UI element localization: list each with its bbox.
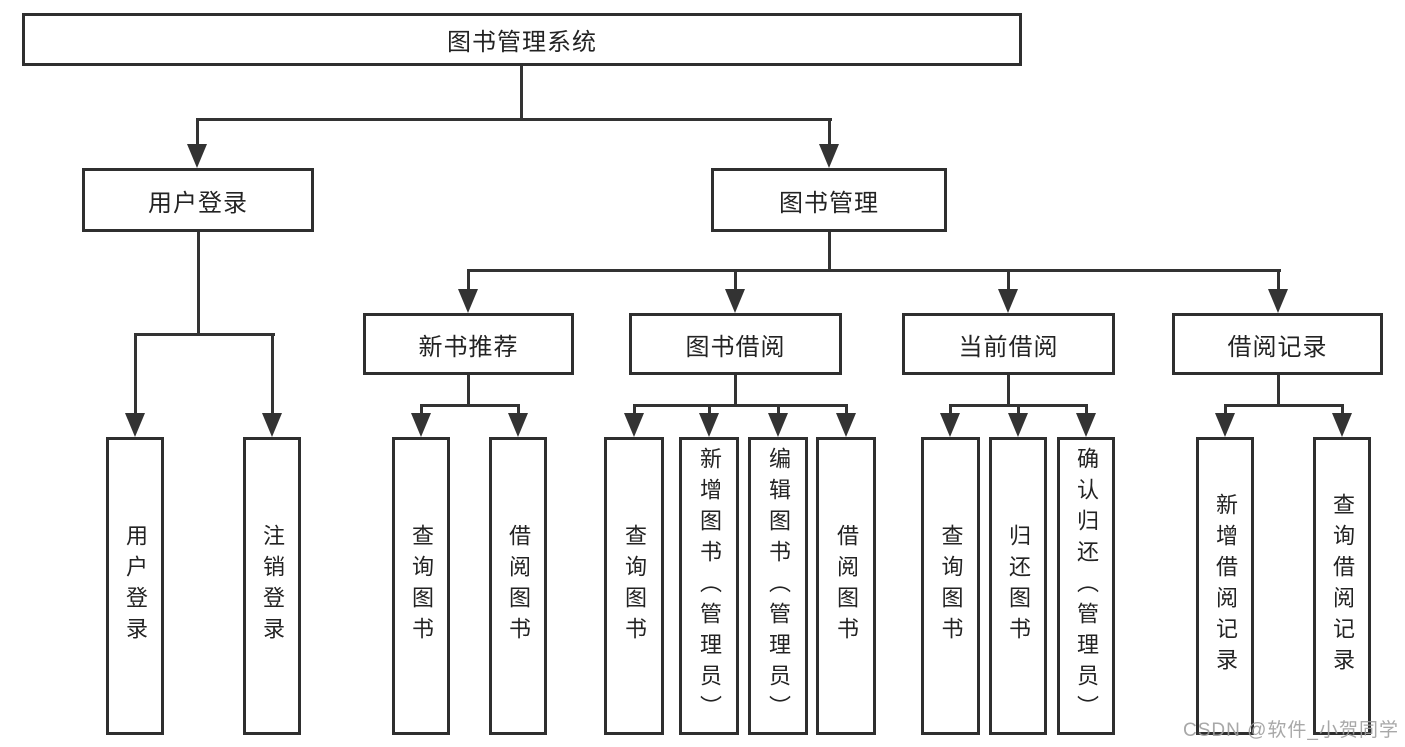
node-label: 新增借阅记录 bbox=[1213, 493, 1238, 679]
node-label: 借阅图书 bbox=[506, 524, 531, 648]
node-label: 图书借阅 bbox=[685, 333, 786, 361]
arrow-down-icon bbox=[1332, 413, 1352, 437]
node-leaf-cb-query: 查询图书 bbox=[921, 437, 980, 735]
arrow-down-icon bbox=[125, 413, 145, 437]
arrow-down-icon bbox=[940, 413, 960, 437]
connector-line bbox=[633, 404, 636, 416]
connector-line bbox=[708, 404, 711, 416]
arrow-down-icon bbox=[1215, 413, 1235, 437]
arrow-down-icon bbox=[699, 413, 719, 437]
arrow-down-icon bbox=[187, 144, 207, 168]
connector-line bbox=[196, 118, 199, 146]
node-label: 注销登录 bbox=[260, 524, 285, 648]
node-label: 新增图书（管理员） bbox=[697, 446, 722, 726]
node-label: 归还图书 bbox=[1006, 524, 1031, 648]
node-leaf-rec-borrow: 借阅图书 bbox=[489, 437, 547, 735]
node-user-login: 用户登录 bbox=[82, 168, 314, 232]
connector-line bbox=[1224, 404, 1344, 407]
connector-line bbox=[1085, 404, 1088, 416]
node-leaf-bb-edit: 编辑图书（管理员） bbox=[748, 437, 808, 735]
node-label: 图书管理系统 bbox=[447, 29, 597, 56]
arrow-down-icon bbox=[1076, 413, 1096, 437]
arrow-down-icon bbox=[1268, 289, 1288, 313]
node-current-borrow: 当前借阅 bbox=[902, 313, 1115, 375]
node-new-book-rec: 新书推荐 bbox=[363, 313, 574, 375]
node-root: 图书管理系统 bbox=[22, 13, 1022, 66]
arrow-down-icon bbox=[725, 289, 745, 313]
node-label: 借阅图书 bbox=[834, 524, 859, 648]
node-leaf-cb-confirm: 确认归还（管理员） bbox=[1057, 437, 1115, 735]
node-label: 查询图书 bbox=[622, 524, 647, 648]
connector-line bbox=[134, 333, 275, 336]
connector-line bbox=[845, 404, 848, 416]
arrow-down-icon bbox=[998, 289, 1018, 313]
node-label: 查询图书 bbox=[409, 524, 434, 648]
arrow-down-icon bbox=[262, 413, 282, 437]
node-label: 编辑图书（管理员） bbox=[766, 446, 791, 726]
connector-line bbox=[420, 404, 520, 407]
connector-line bbox=[1007, 373, 1010, 407]
connector-line bbox=[1341, 404, 1344, 416]
connector-line bbox=[633, 404, 848, 407]
node-leaf-rec-query: 查询图书 bbox=[392, 437, 450, 735]
arrow-down-icon bbox=[508, 413, 528, 437]
node-label: 新书推荐 bbox=[418, 333, 519, 361]
connector-line bbox=[1277, 373, 1280, 407]
connector-line bbox=[134, 333, 137, 415]
connector-line bbox=[1017, 404, 1020, 416]
node-leaf-bb-query: 查询图书 bbox=[604, 437, 664, 735]
node-label: 用户登录 bbox=[123, 524, 148, 648]
node-book-mgmt: 图书管理 bbox=[711, 168, 947, 232]
connector-line bbox=[517, 404, 520, 416]
connector-line bbox=[734, 269, 737, 291]
node-label: 查询图书 bbox=[938, 524, 964, 648]
node-label: 当前借阅 bbox=[958, 333, 1059, 361]
node-label: 用户登录 bbox=[148, 189, 248, 217]
csdn-watermark: CSDN @软件_小贺同学 bbox=[1183, 720, 1399, 741]
connector-line bbox=[828, 230, 831, 272]
connector-line bbox=[467, 269, 1281, 272]
connector-line bbox=[734, 373, 737, 407]
connector-line bbox=[420, 404, 423, 416]
arrow-down-icon bbox=[624, 413, 644, 437]
connector-line bbox=[271, 333, 274, 415]
node-leaf-br-query: 查询借阅记录 bbox=[1313, 437, 1371, 735]
connector-line bbox=[467, 269, 470, 291]
node-label: 借阅记录 bbox=[1227, 333, 1328, 361]
node-book-borrow: 图书借阅 bbox=[629, 313, 842, 375]
node-borrow-record: 借阅记录 bbox=[1172, 313, 1383, 375]
arrow-down-icon bbox=[458, 289, 478, 313]
connector-line bbox=[777, 404, 780, 416]
node-leaf-login-user: 用户登录 bbox=[106, 437, 164, 735]
node-leaf-br-add: 新增借阅记录 bbox=[1196, 437, 1254, 735]
connector-line bbox=[1277, 269, 1280, 291]
node-leaf-bb-borrow: 借阅图书 bbox=[816, 437, 876, 735]
node-leaf-cb-return: 归还图书 bbox=[989, 437, 1047, 735]
connector-line bbox=[196, 118, 832, 121]
arrow-down-icon bbox=[1008, 413, 1028, 437]
node-leaf-bb-add: 新增图书（管理员） bbox=[679, 437, 739, 735]
arrow-down-icon bbox=[768, 413, 788, 437]
connector-line bbox=[520, 64, 523, 120]
node-label: 图书管理 bbox=[779, 189, 879, 217]
connector-line bbox=[1224, 404, 1227, 416]
arrow-down-icon bbox=[819, 144, 839, 168]
node-label: 查询借阅记录 bbox=[1330, 493, 1355, 679]
arrow-down-icon bbox=[411, 413, 431, 437]
node-leaf-login-logout: 注销登录 bbox=[243, 437, 301, 735]
connector-line bbox=[1007, 269, 1010, 291]
connector-line bbox=[197, 230, 200, 336]
connector-line bbox=[949, 404, 952, 416]
connector-line bbox=[828, 118, 831, 146]
node-label: 确认归还（管理员） bbox=[1074, 446, 1099, 726]
connector-line bbox=[467, 373, 470, 407]
arrow-down-icon bbox=[836, 413, 856, 437]
